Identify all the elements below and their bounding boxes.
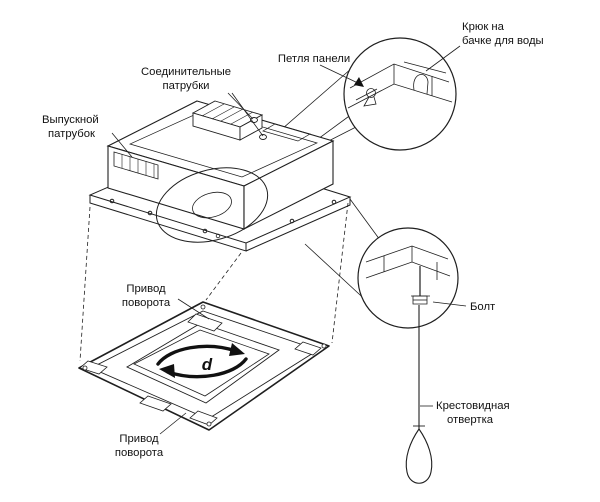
label-outlet-pipe-line2: патрубок bbox=[48, 128, 95, 140]
fan-outline bbox=[155, 167, 269, 243]
panel-loop-arrowhead bbox=[354, 77, 364, 87]
screwdriver-handle bbox=[405, 428, 433, 484]
control-box-hatch bbox=[201, 103, 254, 125]
front-panel bbox=[78, 301, 330, 431]
hinge-detail-callout bbox=[343, 37, 457, 151]
unit-body bbox=[106, 100, 335, 230]
unit-top-control-box bbox=[191, 100, 267, 141]
label-swing-drive-top-line1: Привод bbox=[126, 283, 166, 295]
panel-loop-shape bbox=[366, 88, 376, 98]
label-swing-drive-bottom-line2: поворота bbox=[115, 447, 164, 459]
label-swing-drive-bottom-line1: Привод bbox=[119, 433, 159, 445]
rotation-direction-letter: d bbox=[202, 355, 213, 374]
label-panel-loop: Петля панели bbox=[278, 53, 350, 65]
label-connecting-pipes-line1: Соединительные bbox=[141, 66, 231, 78]
panel-corner-details bbox=[79, 304, 327, 427]
label-phillips-screwdriver-line1: Крестовидная bbox=[436, 400, 510, 412]
swing-drive-bottom-box bbox=[139, 395, 172, 412]
label-outlet-pipe-line1: Выпускной bbox=[42, 114, 99, 126]
hinge-detail-drawing bbox=[347, 61, 453, 109]
water-tank-hook-shape bbox=[413, 74, 429, 95]
air-outlet-vent bbox=[113, 151, 159, 180]
label-phillips-screwdriver-line2: отвертка bbox=[447, 414, 494, 426]
label-water-tank-hook-line2: бачке для воды bbox=[462, 35, 544, 47]
connecting-pipe-stub-2 bbox=[259, 134, 267, 140]
label-swing-drive-top-line2: поворота bbox=[122, 297, 171, 309]
bolt-detail-callout bbox=[357, 227, 459, 329]
screwdriver bbox=[405, 305, 433, 484]
label-leader-lines bbox=[111, 45, 467, 435]
projection-dashed-lines bbox=[79, 202, 349, 362]
bolt-detail-drawing bbox=[365, 245, 451, 305]
rotation-arrows: d bbox=[156, 343, 248, 379]
label-bolt: Болт bbox=[470, 301, 495, 313]
swing-drive-top-box bbox=[187, 313, 223, 332]
label-connecting-pipes-line2: патрубки bbox=[163, 80, 210, 92]
label-water-tank-hook-line1: Крюк на bbox=[462, 21, 505, 33]
